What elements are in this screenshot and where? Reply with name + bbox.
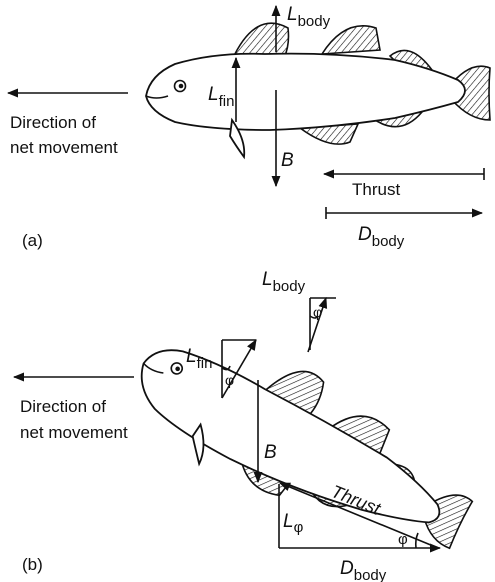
triangle-angle-arc-b <box>416 533 418 548</box>
direction-label-b-line2: net movement <box>20 423 128 442</box>
lphi-label-b: Lφ <box>283 511 304 536</box>
triangle-phi-b: φ <box>398 531 408 548</box>
lbody-phi-b: φ <box>313 304 322 320</box>
direction-label-a-line2: net movement <box>10 138 118 157</box>
panel-a: Direction of net movement Lbody Lfin B T… <box>8 4 490 250</box>
b-label-a: B <box>281 150 294 171</box>
lbody-label-b: Lbody <box>262 269 306 295</box>
b-label-b: B <box>264 442 277 463</box>
panel-label-a: (a) <box>22 231 43 250</box>
lfin-phi-b: φ <box>225 372 234 388</box>
thrust-label-a: Thrust <box>352 180 400 199</box>
direction-label-a-line1: Direction of <box>10 113 96 132</box>
direction-label-b-line1: Direction of <box>20 397 106 416</box>
panel-label-b: (b) <box>22 555 43 574</box>
lbody-label-a: Lbody <box>287 4 331 30</box>
panel-b: Direction of net movement φ Lbody <box>14 269 492 582</box>
fish-b <box>115 305 492 579</box>
pupil-a <box>179 84 184 89</box>
dbody-label-b: Dbody <box>340 558 387 582</box>
dorsal-fin-2-a <box>322 26 380 54</box>
dbody-label-a: Dbody <box>358 224 405 250</box>
fish-body-a <box>146 54 465 130</box>
